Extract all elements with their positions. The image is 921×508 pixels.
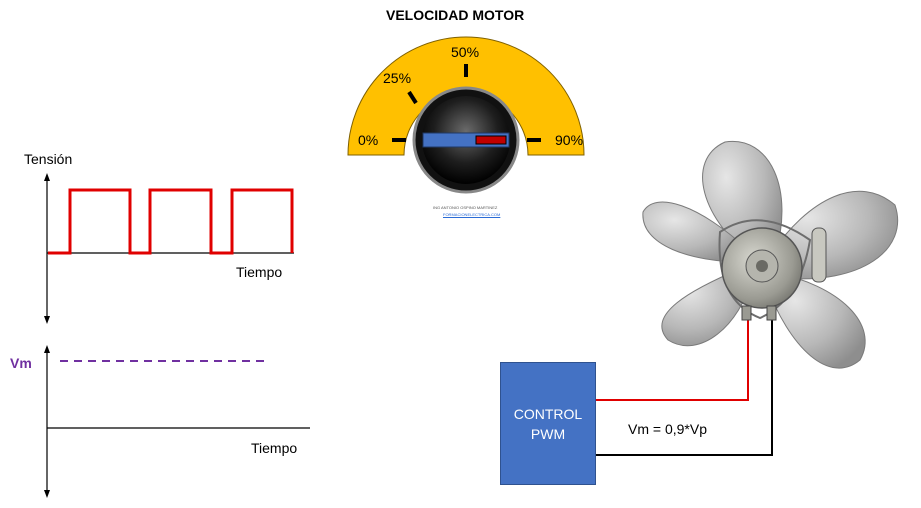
motor-terminal-2 (766, 305, 777, 321)
pwm-controller-box: CONTROL PWM (500, 362, 596, 485)
pwm-y-label: Tensión (24, 151, 73, 167)
gauge-mark-0: 0% (358, 132, 379, 148)
knob-indicator (475, 135, 507, 145)
pwm-y-axis-arrow-top (44, 173, 50, 181)
pwm-controller-line1: CONTROL (513, 405, 583, 422)
vm-level-label: Vm (10, 355, 32, 371)
gauge-mark-90: 90% (555, 132, 584, 148)
fan-blade-left (642, 201, 749, 263)
gauge-credit-name: ING ANTONIO OSPINO MARTINEZ (433, 205, 498, 210)
red-wire (596, 318, 749, 401)
pwm-signal (48, 188, 294, 255)
motor-capacitor (811, 227, 827, 283)
gauge-credit-link[interactable]: FORMACIONELECTRICA.COM (443, 212, 501, 217)
pwm-x-label: Tiempo (236, 264, 283, 280)
pwm-voltage-graph (44, 173, 294, 324)
motor-terminal-1 (741, 305, 752, 321)
speed-gauge (347, 36, 585, 194)
avg-y-axis-arrow-bottom (44, 490, 50, 498)
black-wire (596, 318, 773, 456)
avg-x-label: Tiempo (251, 440, 298, 456)
gauge-mark-50: 50% (451, 44, 480, 60)
vm-formula: Vm = 0,9*Vp (628, 421, 707, 437)
fan-motor-image (642, 140, 899, 369)
average-voltage-graph (44, 345, 310, 498)
motor-shaft (756, 260, 768, 272)
gauge-tick-25 (407, 90, 418, 105)
pwm-controller-line2: PWM (530, 425, 566, 442)
gauge-title: VELOCIDAD MOTOR (386, 7, 525, 23)
avg-y-axis-arrow-top (44, 345, 50, 353)
pwm-y-axis-arrow-bottom (44, 316, 50, 324)
gauge-mark-25: 25% (383, 70, 412, 86)
